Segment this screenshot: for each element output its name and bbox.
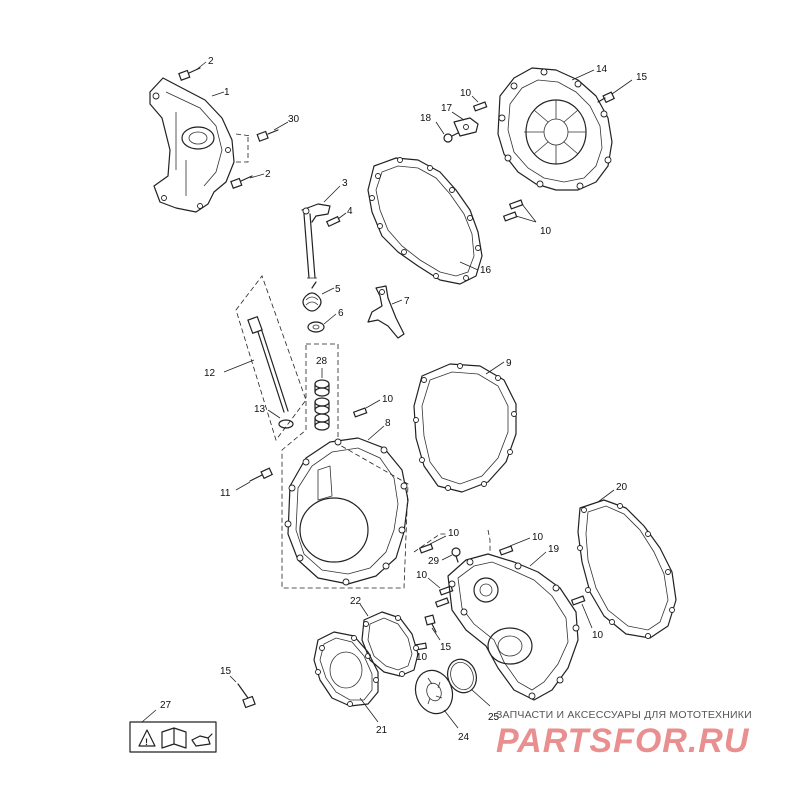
- label-13: 13: [254, 404, 266, 415]
- part-10-pin-a: [472, 101, 488, 112]
- label-10-h: 10: [592, 630, 604, 641]
- part-2-bolt-top: [178, 67, 201, 81]
- label-7: 7: [404, 296, 410, 307]
- label-10-c: 10: [382, 394, 394, 405]
- label-2-top: 2: [208, 56, 214, 67]
- part-24-disc: [414, 669, 454, 715]
- part-10-pin-h: [570, 595, 586, 606]
- part-15-bolt-bottom: [237, 683, 256, 709]
- part-21-cover: [313, 631, 379, 707]
- label-3: 3: [342, 178, 348, 189]
- part-13-o-ring: [278, 419, 294, 429]
- part-1-bracket: [149, 77, 235, 213]
- group-8-outline: [281, 343, 409, 589]
- warning-exclamation-icon: !: [145, 737, 148, 747]
- label-30: 30: [288, 114, 300, 125]
- label-10-g: 10: [416, 652, 428, 663]
- label-11: 11: [220, 488, 231, 499]
- label-2-lower: 2: [265, 169, 271, 180]
- label-21: 21: [376, 725, 388, 736]
- label-29: 29: [428, 556, 440, 567]
- part-7-plate: [367, 285, 405, 339]
- label-10-e: 10: [532, 532, 544, 543]
- label-24: 24: [458, 732, 470, 743]
- label-17: 17: [441, 103, 453, 114]
- part-10-pin-e: [498, 545, 514, 556]
- label-10-b: 10: [540, 226, 552, 237]
- label-12: 12: [204, 368, 216, 379]
- part-15-bolt-top: [597, 91, 616, 104]
- label-8: 8: [385, 418, 391, 429]
- part-29-screw: [451, 547, 461, 563]
- part-10-pin-d: [418, 543, 434, 554]
- label-6: 6: [338, 308, 344, 319]
- label-9: 9: [506, 358, 512, 369]
- part-8-clutch-cover: [284, 437, 409, 586]
- group-12-outline: [235, 275, 307, 441]
- part-18-screw: [443, 132, 459, 143]
- part-2-bolt-lower: [230, 175, 253, 189]
- label-18: 18: [420, 113, 432, 124]
- part-6-washer: [307, 321, 325, 333]
- part-10-pin-c: [352, 407, 368, 418]
- part-27-warning-label: !: [129, 721, 217, 753]
- label-10-a: 10: [460, 88, 472, 99]
- label-1: 1: [224, 87, 230, 98]
- part-25-o-ring: [447, 658, 477, 694]
- book-icon: [161, 727, 187, 749]
- part-20-gasket: [577, 499, 677, 639]
- part-9-gasket: [413, 363, 517, 493]
- part-12-dipstick: [247, 315, 289, 413]
- label-10-f: 10: [416, 570, 428, 581]
- watermark-tagline: ЗАПЧАСТИ И АКСЕССУАРЫ ДЛЯ МОТОТЕХНИКИ: [496, 709, 752, 721]
- label-15-bottom: 15: [220, 666, 232, 677]
- part-16-gasket: [367, 157, 483, 285]
- label-14: 14: [596, 64, 608, 75]
- part-4-pin: [325, 215, 341, 228]
- label-22: 22: [350, 596, 362, 607]
- oil-can-icon: [191, 733, 213, 747]
- group-19-outline: [413, 529, 491, 553]
- part-5-spring: [302, 281, 322, 312]
- label-28: 28: [316, 356, 328, 367]
- part-17-clamp: [453, 117, 479, 137]
- part-11-bolt: [249, 467, 274, 482]
- part-3-shift-shaft: [301, 203, 331, 279]
- label-27: 27: [160, 700, 172, 711]
- label-16: 16: [480, 265, 492, 276]
- part-30-bolt: [256, 129, 279, 142]
- watermark-logo: PARTSFOR.RU: [496, 722, 750, 760]
- part-15-bolt-middle: [424, 614, 437, 633]
- part-22-gasket: [361, 611, 419, 677]
- label-20: 20: [616, 482, 628, 493]
- part-19-cover: [447, 553, 580, 701]
- part-28-bushings: [314, 379, 330, 431]
- label-4: 4: [347, 206, 353, 217]
- part-10-pins-b: [502, 199, 524, 222]
- label-5: 5: [335, 284, 341, 295]
- label-15-middle: 15: [440, 642, 452, 653]
- label-19: 19: [548, 544, 560, 555]
- part-14-cover: [497, 67, 613, 191]
- label-15-top: 15: [636, 72, 648, 83]
- label-25: 25: [488, 712, 500, 723]
- label-10-d: 10: [448, 528, 460, 539]
